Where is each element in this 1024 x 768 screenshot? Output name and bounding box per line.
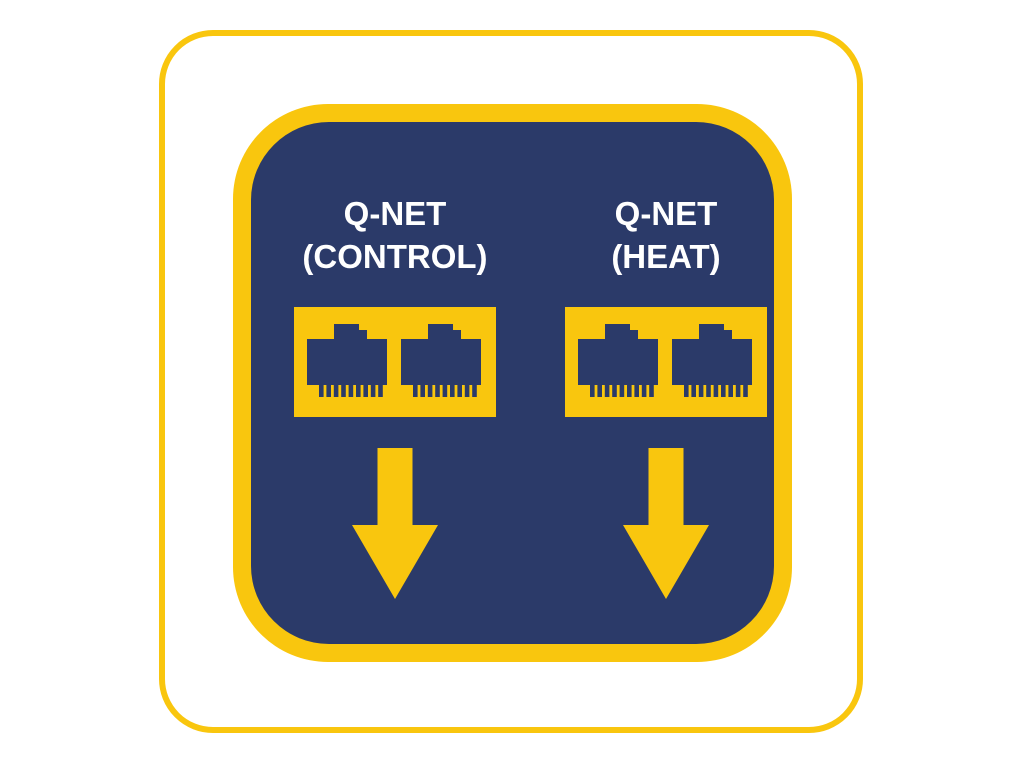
port-badge-inner: Q-NET (CONTROL) Q-NET (HEAT) <box>251 122 774 644</box>
down-arrow-icon <box>352 448 438 599</box>
port-label-line1: Q-NET <box>343 195 447 232</box>
down-arrow-icon <box>623 448 709 599</box>
port-label-heat: Q-NET (HEAT) <box>563 192 769 278</box>
port-label-control: Q-NET (CONTROL) <box>292 192 498 278</box>
port-label-line2: (HEAT) <box>611 238 721 275</box>
port-badge: Q-NET (CONTROL) Q-NET (HEAT) <box>233 104 792 662</box>
port-column-control: Q-NET (CONTROL) <box>292 122 498 680</box>
dual-ethernet-port-icon <box>294 307 496 417</box>
port-label-line1: Q-NET <box>614 195 718 232</box>
dual-ethernet-port-icon <box>565 307 767 417</box>
port-label-line2: (CONTROL) <box>302 238 488 275</box>
port-column-heat: Q-NET (HEAT) <box>563 122 769 680</box>
